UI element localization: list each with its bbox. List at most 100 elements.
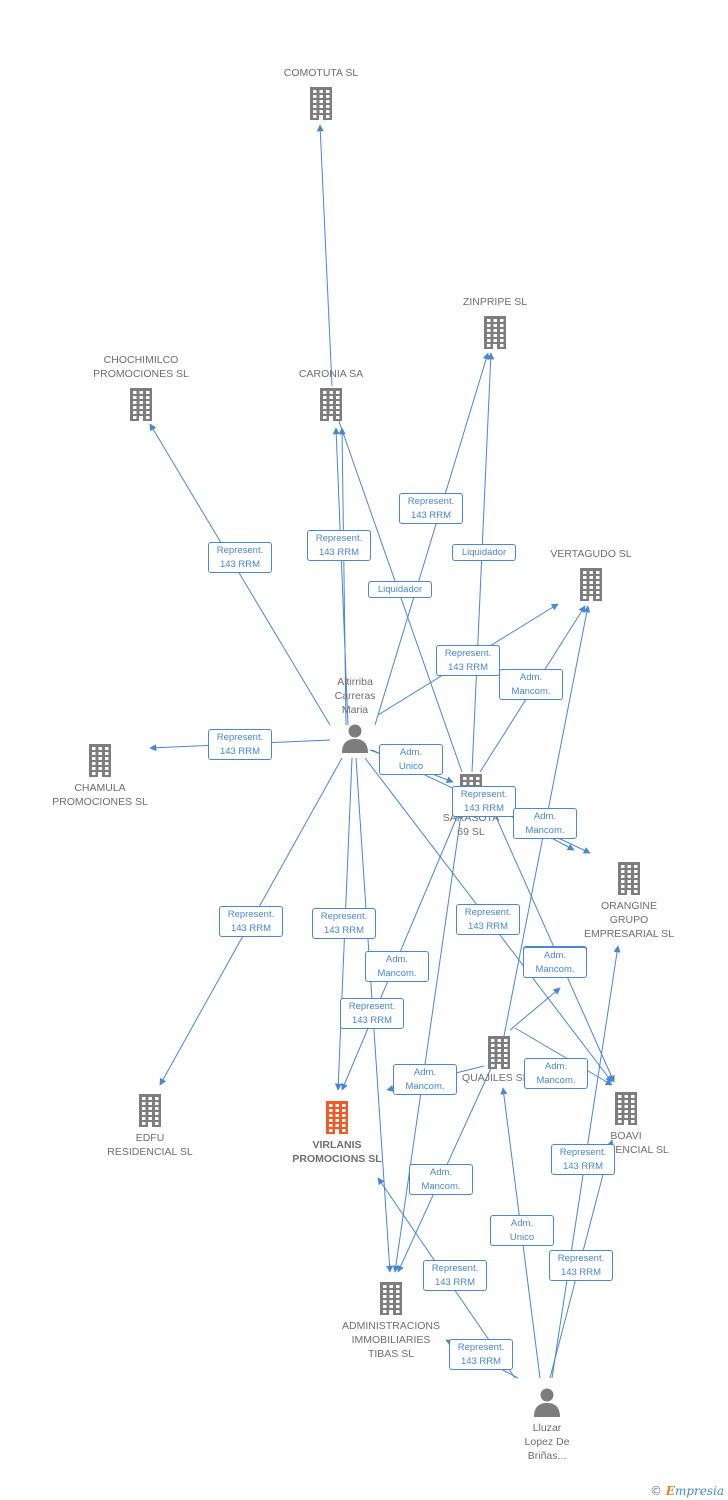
- node-label-line: ZINPRIPE SL: [462, 296, 528, 308]
- node-label-line: 69 SL: [457, 826, 485, 838]
- edge-label-lluzar-to-virlanis[interactable]: Represent. 143 RRM: [423, 1260, 487, 1291]
- edge-label-quajiles-to-administracions[interactable]: Adm.Mancom.: [409, 1164, 473, 1195]
- person-icon: [275, 723, 435, 753]
- node-quajiles[interactable]: QUAJILES SL: [459, 1035, 539, 1085]
- brand-name: mpresia: [674, 1484, 724, 1498]
- edge-label-quajiles-to-virlanis[interactable]: Adm. Mancom.: [393, 1064, 457, 1095]
- node-vertagudo[interactable]: VERTAGUDO SL: [511, 547, 671, 601]
- edge-label-line: 143 RRM: [219, 559, 261, 570]
- node-label-line: CHOCHIMILCO: [103, 354, 179, 366]
- edge-label-quajiles-to-orangine[interactable]: Adm.Mancom.: [523, 947, 587, 978]
- node-label: VERTAGUDO SL: [511, 547, 671, 561]
- edge-label-lluzar-to-orangine[interactable]: Represent.143 RRM: [551, 1144, 615, 1175]
- edge-altirriba-to-zinpripe: [374, 352, 490, 726]
- node-label-line: ORANGINE: [600, 900, 657, 912]
- node-comotuta[interactable]: COMOTUTA SL: [241, 66, 401, 120]
- node-label: CARONIA SA: [251, 367, 411, 381]
- edge-label-line: 143 RRM: [434, 1277, 476, 1288]
- edge-label-sarasota-to-zinpripe[interactable]: Liquidador: [452, 544, 516, 561]
- building-icon: [459, 1035, 539, 1069]
- edge-label-lluzar-to-boavi[interactable]: Represent.143 RRM: [549, 1250, 613, 1281]
- edge-label-line: 143 RRM: [351, 1015, 393, 1026]
- node-label-line: Lopez De: [524, 1436, 570, 1448]
- edge-label-sarasota-to-virlanis[interactable]: Adm. Mancom.: [365, 951, 429, 982]
- edge-label-altirriba-to-caronia[interactable]: Represent.143 RRM: [307, 530, 371, 561]
- edge-label-line: 143 RRM: [410, 510, 452, 521]
- edge-label-line: Represent.: [216, 545, 264, 556]
- edge-label-line: Adm.: [510, 1218, 534, 1229]
- edge-label-lluzar-to-quajiles[interactable]: Adm.Unico: [490, 1215, 554, 1246]
- building-icon: [257, 1100, 417, 1134]
- node-label: COMOTUTA SL: [241, 66, 401, 80]
- edge-label-line: Adm.: [399, 747, 423, 758]
- node-edfu[interactable]: EDFU RESIDENCIAL SL: [70, 1093, 230, 1159]
- edge-label-altirriba-to-boavi[interactable]: Represent.143 RRM: [456, 904, 520, 935]
- copyright-symbol: ©: [649, 1484, 662, 1498]
- edge-label-line: Adm.: [385, 954, 409, 965]
- node-label-line: CHAMULA: [74, 782, 126, 794]
- node-label: ZINPRIPE SL: [415, 295, 575, 309]
- edge-label-altirriba-to-sarasota[interactable]: Adm.Unico: [379, 744, 443, 775]
- edge-label-line: Represent.: [444, 648, 492, 659]
- edge-altirriba-to-chochimilco: [149, 423, 331, 726]
- edge-label-altirriba-to-orangine[interactable]: Represent.143 RRM: [452, 786, 516, 817]
- node-label-line: EDFU: [135, 1132, 165, 1144]
- building-icon: [20, 743, 180, 777]
- edge-label-line: Represent.: [431, 1263, 479, 1274]
- edge-label-altirriba-to-chochimilco[interactable]: Represent. 143 RRM: [208, 542, 272, 573]
- node-label-line: RESIDENCIAL SL: [107, 1146, 193, 1158]
- edge-label-line: Adm.: [413, 1067, 437, 1078]
- edge-label-line: Mancom.: [511, 686, 551, 697]
- building-icon: [511, 567, 671, 601]
- edge-label-line: Represent.: [348, 1001, 396, 1012]
- edge-label-line: Mancom.: [536, 1075, 576, 1086]
- node-zinpripe[interactable]: ZINPRIPE SL: [415, 295, 575, 349]
- edge-label-line: Adm.: [543, 950, 567, 961]
- edge-sarasota-to-administracions: [392, 807, 463, 1273]
- edge-sarasota-to-zinpripe: [471, 352, 495, 773]
- edge-label-line: Mancom.: [525, 825, 565, 836]
- edge-label-lluzar-to-administracions[interactable]: Represent.143 RRM: [449, 1339, 513, 1370]
- node-label-line: Carreras: [334, 690, 376, 702]
- edge-label-altirriba-to-administracions[interactable]: Represent. 143 RRM: [340, 998, 404, 1029]
- edge-label-line: 143 RRM: [323, 925, 365, 936]
- building-icon: [241, 86, 401, 120]
- edge-altirriba-to-caronia: [332, 427, 349, 726]
- edge-label-line: Mancom.: [377, 968, 417, 979]
- copyright-footer: © Empresia: [650, 1484, 724, 1498]
- node-label-line: PROMOCIONES SL: [93, 368, 189, 380]
- edge-label-quajiles-to-boavi[interactable]: Adm. Mancom.: [524, 1058, 588, 1089]
- edge-label-altirriba-to-edfu[interactable]: Represent.143 RRM: [219, 906, 283, 937]
- edge-label-sarasota-to-vertagudo[interactable]: Adm.Mancom.: [499, 669, 563, 700]
- node-caronia[interactable]: CARONIA SA: [251, 367, 411, 421]
- edge-label-line: Adm.: [544, 1061, 568, 1072]
- edge-label-sarasota-to-caronia[interactable]: Liquidador: [368, 581, 432, 598]
- edge-label-altirriba-to-virlanis[interactable]: Represent.143 RRM: [312, 908, 376, 939]
- edge-label-altirriba-to-chamula[interactable]: Represent.143 RRM: [208, 729, 272, 760]
- edge-label-line: Represent.: [227, 909, 275, 920]
- edge-label-altirriba-to-vertagudo[interactable]: Represent.143 RRM: [436, 645, 500, 676]
- edge-label-altirriba-to-zinpripe[interactable]: Represent. 143 RRM: [399, 493, 463, 524]
- edge-label-line: Represent.: [457, 1342, 505, 1353]
- edge-label-line: Represent.: [557, 1253, 605, 1264]
- edge-label-line: Mancom.: [405, 1081, 445, 1092]
- edge-label-sarasota-to-orangine[interactable]: Adm.Mancom.: [513, 808, 577, 839]
- edge-quajiles-to-orangine: [509, 987, 561, 1031]
- brand-initial: E: [665, 1484, 675, 1498]
- edge-label-line: Represent.: [407, 496, 455, 507]
- edge-label-line: Liquidador: [461, 547, 507, 558]
- edge-label-line: Represent.: [460, 789, 508, 800]
- edge-label-line: Adm.: [429, 1167, 453, 1178]
- node-label-line: BOAVI: [610, 1130, 642, 1142]
- node-chochimilco[interactable]: CHOCHIMILCO PROMOCIONES SL: [61, 353, 221, 421]
- node-label-line: PROMOCIONS SL: [292, 1153, 382, 1165]
